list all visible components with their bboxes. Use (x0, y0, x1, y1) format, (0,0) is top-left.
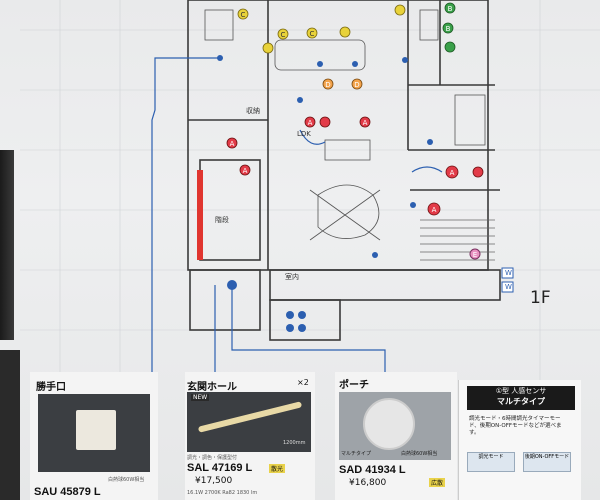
card-title: 玄関ホール (187, 382, 237, 393)
wall-label-1: W (505, 269, 512, 277)
svg-text:D: D (354, 81, 359, 89)
product-model: SAU 45879 L (34, 486, 101, 498)
floor-label: 1F (530, 288, 551, 308)
svg-text:D: D (325, 81, 330, 89)
pink-mark (469, 248, 481, 260)
card-entrance-hall: 玄関ホール ×2 NEW 1200mm 調光・調色・保護型付 SAL 47169… (185, 372, 315, 500)
entrance-led-bar (197, 170, 203, 260)
card-image: NEW 1200mm (187, 392, 311, 452)
product-price: ¥17,500 (195, 476, 233, 486)
sensor-description: 調光モード・6時間調光タイマーモード、後期ON-OFFモードなどが選べます。 (469, 416, 562, 436)
mode-box-1: 調光モード (467, 452, 515, 472)
spec-row: 16.1W 2700K Ra82 1830 lm (187, 490, 258, 496)
svg-text:A: A (432, 206, 437, 214)
card-title: ポーチ (339, 380, 369, 391)
feature-badge: 散光 (269, 464, 286, 473)
mode-label: 後期ON-OFFモード (524, 454, 570, 460)
product-image (76, 410, 116, 450)
sensor-panel: ①型 人感センサ マルチタイプ 調光モード・6時間調光タイマーモード、後期ON-… (458, 380, 581, 500)
led-bar-image (197, 401, 303, 433)
left-photo-strip-lower (0, 350, 20, 500)
quantity: ×2 (297, 378, 309, 387)
blue-fixtures (217, 55, 433, 332)
green-marks (442, 2, 456, 53)
mode-label: 調光モード (478, 454, 504, 460)
orange-lights (322, 78, 363, 90)
svg-text:B: B (448, 5, 453, 13)
sub-note: 調光・調色・保護型付 (187, 455, 238, 461)
svg-text:A: A (363, 119, 368, 127)
card-image: マルチタイプ 白熱球60W相当 (339, 392, 451, 460)
room-label-ldk: LDK (297, 130, 311, 138)
left-photo-strip (0, 150, 14, 340)
mode-box-2: 後期ON-OFFモード (523, 452, 571, 472)
svg-text:C: C (241, 11, 246, 19)
room-label-entrance: 室内 (285, 273, 299, 281)
svg-text:C: C (281, 31, 286, 39)
red-lights (226, 116, 484, 216)
svg-text:B: B (446, 25, 451, 33)
product-model: SAL 47169 L (187, 462, 253, 474)
svg-text:A: A (450, 169, 455, 177)
room-label-stairs: 階段 (215, 216, 229, 224)
product-price: ¥16,800 (349, 478, 387, 488)
room-label-storage: 収納 (246, 107, 260, 115)
card-porch: ポーチ マルチタイプ 白熱球60W相当 SAD 41934 L ¥16,800 … (335, 372, 457, 500)
new-badge: NEW (191, 394, 210, 401)
svg-text:A: A (308, 119, 313, 127)
lamp-note: 白熱球60W相当 (401, 451, 438, 457)
svg-text:A: A (243, 167, 248, 175)
svg-text:A: A (230, 140, 235, 148)
sensor-line2: マルチタイプ (497, 397, 545, 406)
wall-label-2: W (505, 283, 512, 291)
wall-markers (501, 267, 514, 293)
card-image (38, 394, 150, 472)
product-image (363, 398, 415, 450)
sub-note: マルチタイプ (341, 451, 372, 457)
svg-text:E: E (473, 251, 477, 259)
card-title: 勝手口 (36, 382, 66, 393)
plan-grid (20, 0, 600, 380)
svg-text:C: C (310, 30, 315, 38)
product-model: SAD 41934 L (339, 464, 406, 476)
card-back-door: 勝手口 白熱球60W相当 SAU 45879 L (30, 372, 158, 500)
sensor-line1: ①型 人感センサ (495, 387, 547, 395)
interior-lines (204, 9, 495, 261)
length-label: 1200mm (283, 440, 306, 446)
lamp-note: 白熱球60W相当 (108, 477, 145, 483)
fixture-letters: A A A A A A B B C C C D D E (230, 5, 478, 259)
sensor-header: ①型 人感センサ マルチタイプ (467, 386, 575, 410)
feature-badge: 広散 (429, 478, 446, 487)
yellow-lights (237, 4, 406, 54)
walls (187, 0, 501, 341)
